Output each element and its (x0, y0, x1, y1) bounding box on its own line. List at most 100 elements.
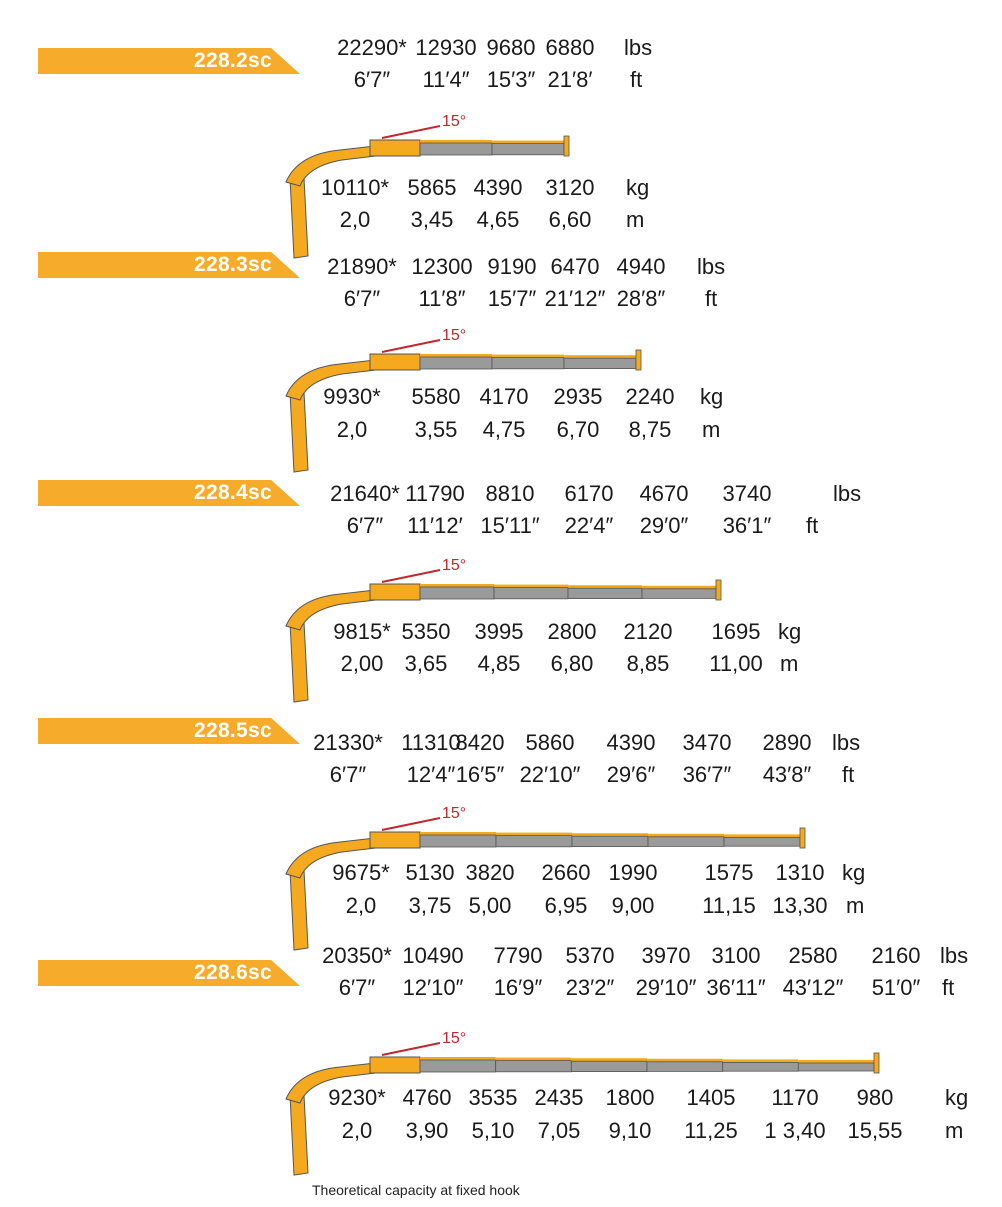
crane-diagram: 15° (285, 327, 642, 473)
boom-tip (563, 135, 570, 157)
kg-value: 3820 (465, 860, 515, 885)
ft-value: 29′6″ (606, 762, 656, 787)
m-value: 11,15 (702, 893, 756, 918)
ft-row: 6′7″11′4″15′3″21′8′ft (0, 66, 1002, 94)
model-name: 228.2sc (193, 49, 272, 72)
ft-unit-label: ft (630, 67, 643, 92)
extension-top-bar (798, 1060, 874, 1063)
kg-value: 2935 (553, 384, 603, 409)
ft-value: 43′8″ (762, 762, 812, 787)
m-value: 3,55 (414, 417, 458, 442)
kg-value: 2660 (541, 860, 591, 885)
kg-unit-label: kg (778, 619, 802, 644)
lbs-value: 2580 (788, 943, 838, 968)
boom-extension (570, 1060, 648, 1073)
boom-extension (419, 586, 495, 600)
kg-value: 9930* (323, 384, 381, 409)
ft-value: 28′8″ (616, 286, 666, 311)
ft-value: 6′7″ (343, 286, 381, 311)
crane-diagram: 15° (285, 557, 722, 703)
model-tag: 228.2sc (38, 48, 300, 74)
kg-value: 4760 (402, 1085, 452, 1110)
lbs-value: 3740 (722, 481, 772, 506)
lbs-value: 3100 (711, 943, 761, 968)
boom-extension (495, 835, 573, 848)
kg-value: 9230* (328, 1085, 386, 1110)
lbs-value: 5370 (565, 943, 615, 968)
kg-value: 1405 (686, 1085, 736, 1110)
kg-value: 5865 (407, 175, 457, 200)
ft-value: 11′12′ (407, 513, 463, 538)
crane-diagram: 15° (285, 113, 570, 259)
crane-diagram: 15° (285, 1030, 880, 1176)
lbs-value: 5860 (525, 730, 575, 755)
extension-top-bar (420, 832, 496, 835)
lbs-value: 10490 (402, 943, 464, 968)
ft-value: 21′8′ (547, 67, 593, 92)
m-value: 13,30 (772, 893, 828, 918)
ft-unit-label: ft (705, 286, 718, 311)
extension-top-bar (420, 1057, 496, 1060)
m-value: 9,00 (611, 893, 655, 918)
m-value: 11,00 (709, 651, 763, 676)
angle-line (381, 569, 441, 583)
kg-value: 1310 (775, 860, 825, 885)
angle-line (381, 125, 441, 139)
boom-extension (641, 588, 717, 599)
m-value: 6,60 (548, 207, 592, 232)
extension-top-bar (722, 1059, 799, 1063)
kg-value: 2240 (625, 384, 675, 409)
kg-value: 2435 (534, 1085, 584, 1110)
model-name: 228.5sc (193, 719, 272, 742)
extension-top-bar (724, 834, 800, 838)
model-name: 228.3sc (193, 253, 272, 276)
ft-value: 43′12″ (782, 975, 844, 1000)
m-value: 8,75 (628, 417, 672, 442)
crane-outer-boom (369, 1056, 421, 1074)
m-value: 2,0 (336, 417, 368, 442)
m-value: 5,00 (468, 893, 512, 918)
model-tag: 228.4sc (38, 480, 300, 506)
m-value: 3,75 (408, 893, 452, 918)
kg-value: 1170 (771, 1085, 819, 1110)
boom-extension (419, 142, 493, 156)
kg-unit-label: kg (626, 175, 650, 200)
model-tag: 228.3sc (38, 252, 300, 278)
ft-value: 15′11″ (480, 513, 540, 538)
extension-top-bar (420, 584, 494, 587)
kg-value: 1575 (704, 860, 754, 885)
ft-value: 29′10″ (635, 975, 697, 1000)
kg-value: 3120 (545, 175, 595, 200)
lbs-value: 21330* (313, 730, 383, 755)
boom-extension (722, 1062, 799, 1072)
boom-extension (495, 1060, 572, 1073)
ft-value: 36′11″ (706, 975, 766, 1000)
lbs-value: 7790 (493, 943, 543, 968)
m-value: 2,00 (340, 651, 384, 676)
m-value: 3,45 (410, 207, 454, 232)
kg-value: 2120 (623, 619, 673, 644)
lbs-value: 11310 (401, 730, 461, 755)
m-value: 7,05 (537, 1118, 581, 1143)
kg-value: 1800 (605, 1085, 655, 1110)
extension-top-bar (648, 833, 724, 837)
extension-top-bar (492, 140, 564, 144)
ft-value: 6′7″ (346, 513, 384, 538)
ft-value: 6′7″ (338, 975, 376, 1000)
lbs-value: 6880 (545, 35, 595, 60)
extension-top-bar (494, 584, 568, 588)
kg-value: 5130 (405, 860, 455, 885)
extension-top-bar (642, 585, 716, 589)
lbs-unit-label: lbs (624, 35, 653, 60)
angle-label: 15° (442, 805, 466, 822)
ft-value: 11′4″ (422, 67, 470, 92)
angle-line (381, 817, 441, 831)
crane-diagram: 15° (285, 805, 806, 951)
lbs-value: 4940 (616, 254, 666, 279)
